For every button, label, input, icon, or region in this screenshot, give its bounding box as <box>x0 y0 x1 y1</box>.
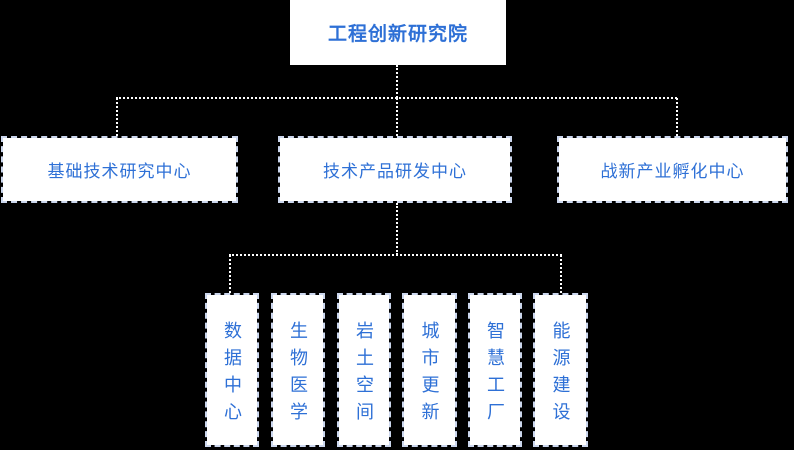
connector-sub6-stub <box>560 255 562 293</box>
connector-dept3-stub <box>676 98 678 136</box>
org-node-basic-tech-research-center[interactable]: 基础技术研究中心 <box>1 136 238 203</box>
org-node-label: 城市更新 <box>419 320 440 429</box>
org-node-smart-factory[interactable]: 智慧工厂 <box>468 293 522 447</box>
org-node-label: 技术产品研发中心 <box>323 162 467 181</box>
org-node-label: 战新产业孵化中心 <box>600 162 745 181</box>
org-node-label: 基础技术研究中心 <box>47 162 192 181</box>
org-node-label: 能源建设 <box>550 320 571 429</box>
org-node-biomedicine[interactable]: 生物医学 <box>271 293 325 447</box>
org-node-label: 数据中心 <box>222 320 242 429</box>
connector-dept2-drop <box>396 203 398 255</box>
org-node-tech-product-rd-center[interactable]: 技术产品研发中心 <box>278 136 512 203</box>
connector-root-drop <box>396 65 398 98</box>
connector-dept1-stub <box>116 98 118 136</box>
connector-level2-rail <box>116 97 677 99</box>
org-node-strategic-industry-incubation-center[interactable]: 战新产业孵化中心 <box>557 136 788 203</box>
org-node-root[interactable]: 工程创新研究院 <box>290 0 506 65</box>
org-node-urban-renewal[interactable]: 城市更新 <box>402 293 457 447</box>
org-node-data-center[interactable]: 数据中心 <box>205 293 259 447</box>
org-node-label: 智慧工厂 <box>485 320 505 429</box>
org-node-energy-construction[interactable]: 能源建设 <box>533 293 588 447</box>
org-node-root-label: 工程创新研究院 <box>327 24 468 45</box>
org-node-label: 岩土空间 <box>354 320 374 429</box>
org-node-geotechnical-space[interactable]: 岩土空间 <box>337 293 391 447</box>
connector-dept2-stub <box>396 98 398 136</box>
connector-level3-rail <box>229 254 562 256</box>
connector-sub1-stub <box>229 255 231 293</box>
org-node-label: 生物医学 <box>288 320 308 429</box>
